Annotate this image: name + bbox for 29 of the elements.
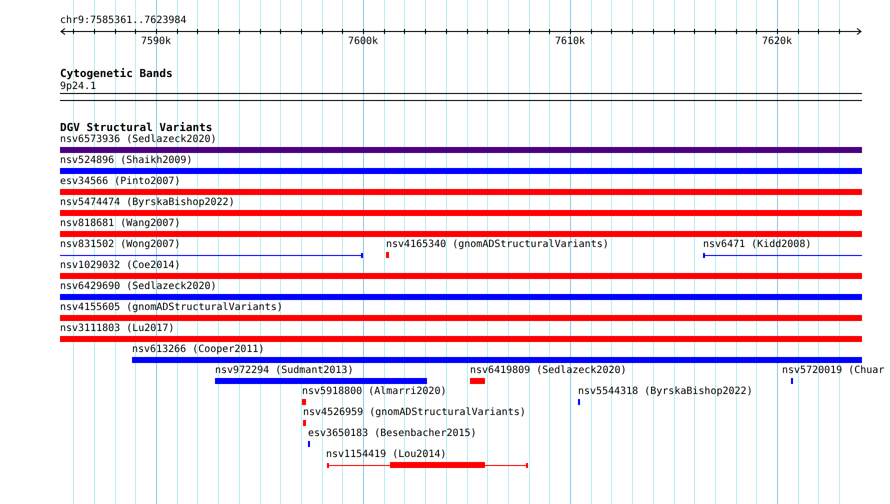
tick-label: 7600k	[348, 36, 378, 47]
track-title: Cytogenetic Bands	[60, 68, 173, 79]
tick-label: 7610k	[554, 36, 586, 47]
band-label: 9p24.1	[60, 81, 96, 92]
feature-label: nsv5918800 (Almarri2020)	[302, 386, 446, 397]
feature-label: nsv4155605 (gnomADStructuralVariants)	[60, 302, 283, 313]
feature-label: nsv5544318 (ByrskaBishop2022)	[578, 386, 753, 397]
feature-label: nsv6429690 (Sedlazeck2020)	[60, 281, 217, 292]
feature-label: nsv818681 (Wang2007)	[60, 218, 180, 229]
feature-label: nsv972294 (Sudmant2013)	[215, 365, 354, 376]
feature-label: nsv6419809 (Sedlazeck2020)	[470, 365, 627, 376]
feature-label: nsv3111803 (Lu2017)	[60, 323, 174, 334]
feature-label: nsv4526959 (gnomADStructuralVariants)	[303, 407, 526, 418]
feature-label: esv3650183 (Besenbacher2015)	[308, 428, 477, 439]
feature-label: nsv831502 (Wong2007)	[60, 239, 180, 250]
feature-label: nsv5720019 (Chuar	[782, 365, 884, 376]
feature-label: nsv6573936 (Sedlazeck2020)	[60, 134, 217, 145]
locus-label: chr9:7585361..7623984	[60, 15, 186, 26]
feature-label: nsv613266 (Cooper2011)	[132, 344, 264, 355]
feature-label: nsv5474474 (ByrskaBishop2022)	[60, 197, 235, 208]
feature-label: esv34566 (Pinto2007)	[60, 176, 180, 187]
feature-label: nsv6471 (Kidd2008)	[703, 239, 812, 250]
tick-label: 7620k	[762, 36, 792, 47]
track-title: DGV Structural Variants	[60, 122, 212, 133]
feature-label: nsv1154419 (Lou2014)	[326, 449, 446, 460]
feature-label: nsv4165340 (gnomADStructuralVariants)	[386, 239, 609, 250]
tick-label: 7590k	[140, 36, 172, 47]
feature-label: nsv1029032 (Coe2014)	[60, 260, 180, 271]
feature-label: nsv524896 (Shaikh2009)	[60, 155, 192, 166]
